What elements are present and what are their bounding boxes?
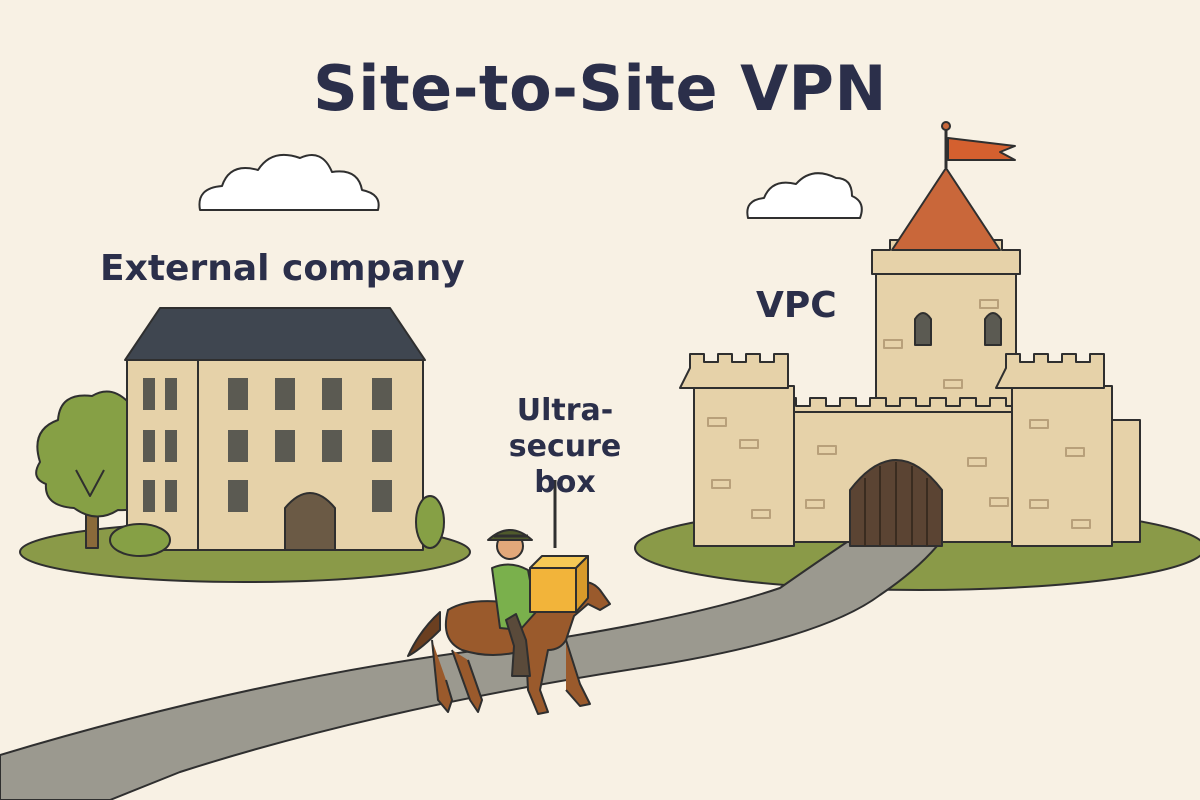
secure-box <box>529 555 589 613</box>
external-building <box>124 307 426 551</box>
bush-left <box>109 523 171 557</box>
castle <box>679 121 1141 547</box>
vpc-label: VPC <box>756 285 837 326</box>
building-door <box>284 492 336 551</box>
cloud-right <box>746 172 863 219</box>
castle-roof <box>891 167 1001 251</box>
secure-box-label-line2: secure box <box>508 429 622 500</box>
secure-box-label-line1: Ultra- <box>516 393 614 428</box>
bush-right <box>415 495 445 549</box>
diagram-title: Site-to-Site VPN <box>313 52 887 125</box>
secure-box-label: Ultra- secure box <box>480 393 650 501</box>
external-company-label: External company <box>100 248 465 289</box>
rider <box>487 529 537 677</box>
cloud-left <box>198 154 380 211</box>
castle-flag <box>947 137 1016 161</box>
